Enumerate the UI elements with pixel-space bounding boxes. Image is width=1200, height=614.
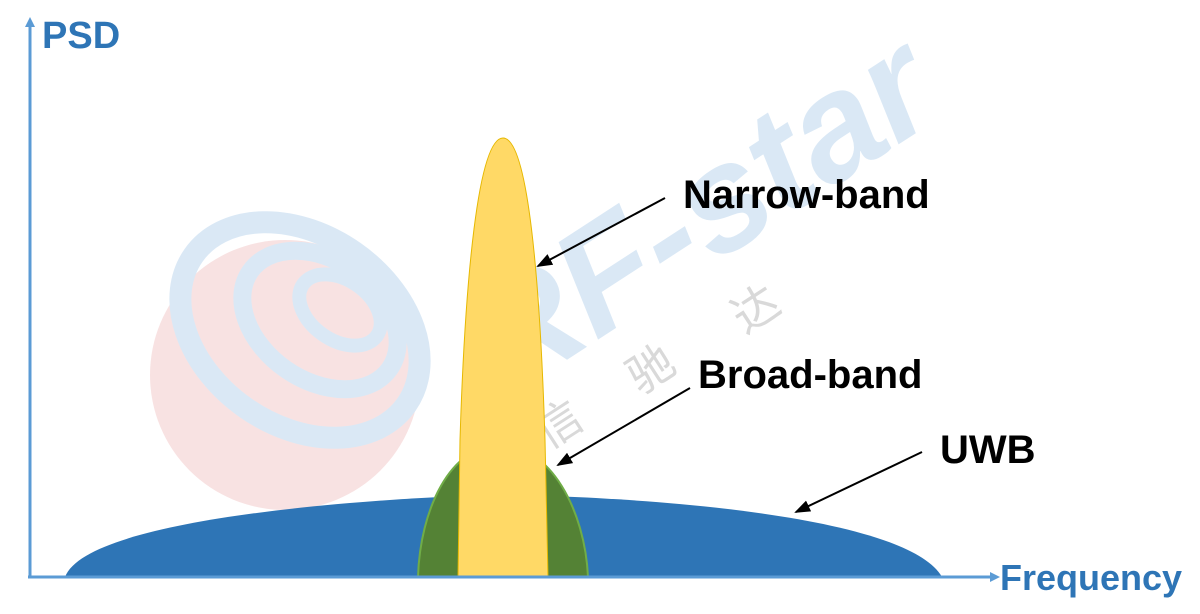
uwb-label: UWB [940,428,1036,472]
uwb-pointer [794,451,923,513]
broad-band-pointer [556,387,691,467]
y-axis-label: PSD [42,15,120,57]
broad-band-label: Broad-band [698,353,922,397]
x-axis-label: Frequency [1000,557,1182,598]
narrow-band-pointer [536,197,666,267]
narrow-band [457,137,549,578]
narrow-band-label: Narrow-band [683,173,930,217]
watermark-logo [150,211,431,510]
